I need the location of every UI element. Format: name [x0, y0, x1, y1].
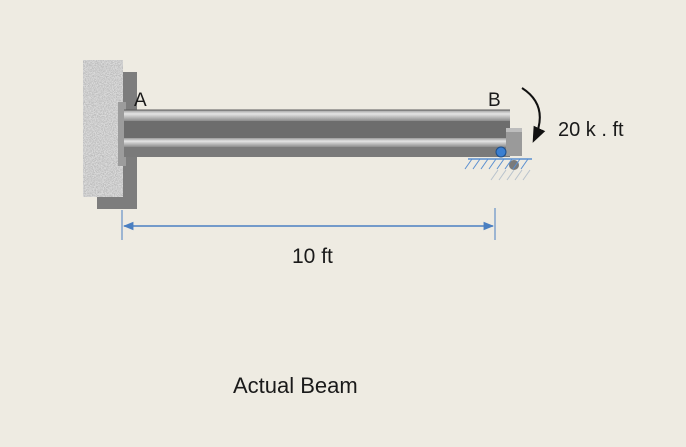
moment-label: 20 k . ft — [558, 119, 624, 141]
point-b-label: B — [488, 90, 501, 111]
roller-support — [464, 146, 532, 181]
point-a-label: A — [134, 90, 147, 111]
span-label: 10 ft — [292, 245, 333, 268]
end-plate — [506, 128, 522, 156]
dimension-line — [121, 208, 496, 240]
hinge-icon — [495, 146, 507, 158]
moment-arrow-icon — [521, 87, 546, 143]
beam — [124, 109, 510, 157]
roller-icon — [509, 160, 519, 170]
caption: Actual Beam — [233, 373, 358, 398]
